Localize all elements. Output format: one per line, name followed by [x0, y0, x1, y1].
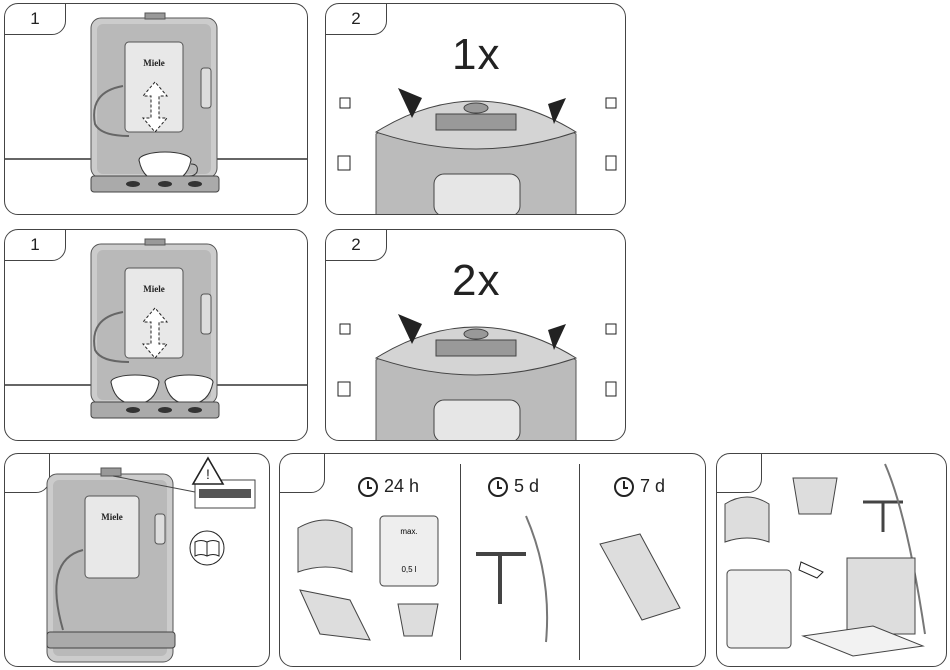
brand-label: Miele	[101, 512, 123, 522]
cleaning-intervals-panel: 24 h 5 d 7 d max. 0,5 l	[279, 453, 706, 667]
coffee-machine-illustration: Miele	[5, 230, 308, 441]
coffee-cup-icon	[340, 98, 350, 108]
step-panel-2a: 1 Miele	[4, 229, 308, 441]
milk-jug-icon	[606, 382, 616, 396]
dishwasher-illustration	[717, 454, 947, 667]
warning-symbol: !	[206, 466, 210, 482]
parts-illustration: max. 0,5 l	[280, 454, 706, 667]
step-panel-1a: 1 Miele	[4, 3, 308, 215]
tank-min-label: 0,5 l	[401, 565, 416, 574]
coffee-machine-warning-illustration: Miele !	[5, 454, 270, 667]
large-cup-icon	[338, 156, 350, 170]
control-panel-illustration	[326, 4, 626, 215]
step-panel-1b: 2 1x	[325, 3, 626, 215]
arrow-icon	[799, 562, 823, 578]
coffee-cup-icon	[606, 98, 616, 108]
milk-jug-icon	[606, 156, 616, 170]
book-icon	[190, 531, 224, 565]
coffee-cup-icon	[340, 324, 350, 334]
large-cup-icon	[338, 382, 350, 396]
coffee-cup-icon	[606, 324, 616, 334]
warning-panel: Miele !	[4, 453, 270, 667]
tank-max-label: max.	[400, 527, 417, 536]
control-panel-illustration	[326, 230, 626, 441]
brand-label: Miele	[143, 284, 165, 294]
brand-label: Miele	[143, 58, 165, 68]
step-panel-2b: 2 2x	[325, 229, 626, 441]
dishwasher-panel	[716, 453, 947, 667]
warning-triangle-icon: !	[193, 458, 223, 484]
coffee-machine-illustration: Miele	[5, 4, 308, 215]
